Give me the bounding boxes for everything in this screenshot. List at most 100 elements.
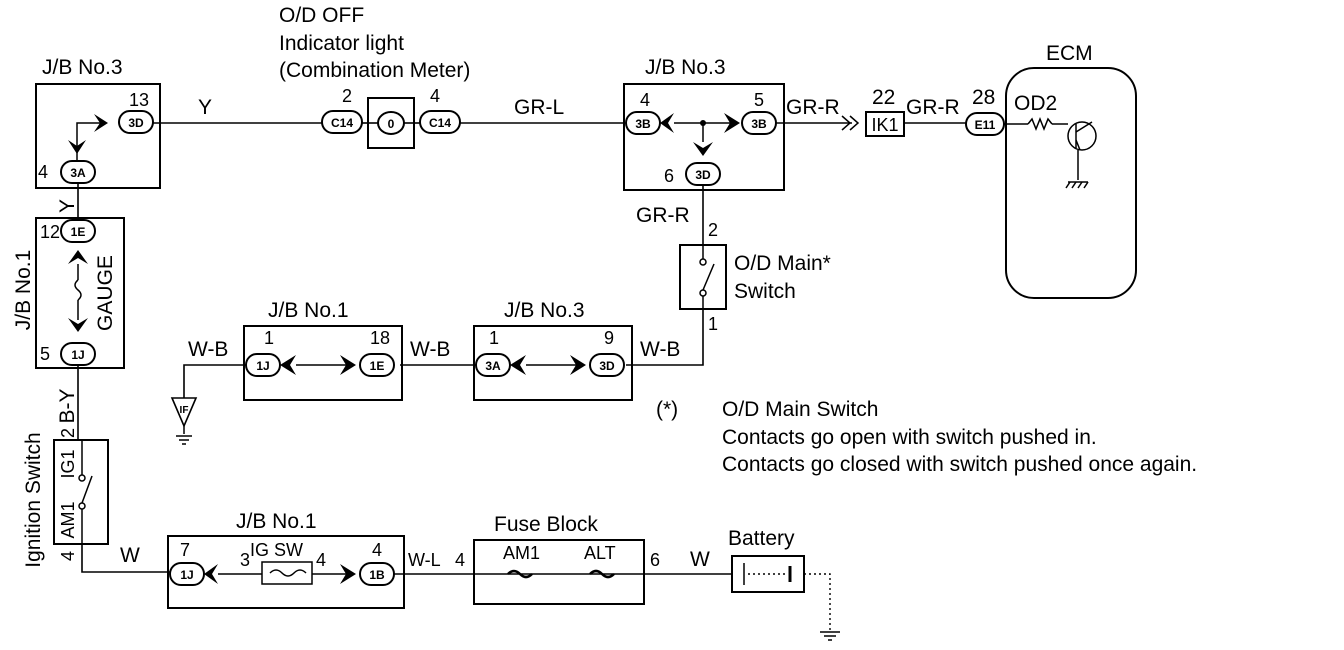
connector-1j-mid-label: 1J: [256, 359, 269, 373]
fuse-icon: [74, 279, 82, 301]
od-off-title: O/D OFF: [279, 4, 364, 27]
od-off-meter: (Combination Meter): [279, 59, 470, 82]
fuse-block-title: Fuse Block: [494, 513, 598, 536]
pin-1-sw: 1: [708, 314, 718, 334]
pin-6-3d: 6: [664, 166, 674, 186]
pin-4-3a: 4: [38, 162, 48, 182]
wire-y-top-label: Y: [198, 96, 212, 119]
pin-7: 7: [180, 540, 190, 560]
chevron-left-icon: [204, 564, 218, 584]
jb1-gauge-title: J/B No.1: [12, 250, 35, 331]
pin-4-ig: 4: [58, 551, 78, 561]
pin-2-ig: 2: [58, 428, 78, 438]
wire-w-b-label: W: [690, 548, 710, 571]
igsw-label: IG SW: [250, 540, 303, 560]
chevron-up-icon: [68, 250, 88, 264]
wire-gr-r-b-label: GR-R: [906, 96, 960, 119]
ignition-switch-title: Ignition Switch: [22, 432, 45, 567]
resistor-icon: [1027, 116, 1053, 132]
switch-contact-top: [78, 474, 86, 482]
connector-3a-mid-label: 3A: [485, 359, 501, 373]
fuse-icon: [507, 569, 533, 579]
ig1-label: IG1: [58, 449, 78, 478]
wire-w-b-a: [183, 364, 246, 398]
note-line-1: O/D Main Switch: [722, 398, 878, 421]
lamp-icon: [377, 111, 405, 135]
connector-3d-top-label: 3D: [128, 116, 144, 130]
pin-6-fb: 6: [650, 550, 660, 570]
connector-3d-top: [118, 110, 154, 134]
igsw-fuse-box: [261, 561, 313, 585]
connector-3d-right-label: 3D: [695, 168, 711, 182]
ground-icon: [1065, 181, 1089, 189]
connector-1e-mid: [359, 353, 395, 377]
chevron-down-icon: [68, 318, 88, 332]
pin-5-3b: 5: [754, 90, 764, 110]
chevron-left-icon: [660, 113, 674, 133]
pin-4-1b: 4: [372, 540, 382, 560]
note-mark: (*): [656, 398, 678, 421]
transistor-collector: [1075, 121, 1093, 133]
chevron-right-icon: [724, 113, 740, 133]
chevron-right-icon: [94, 114, 108, 132]
wire-gr-l-label: GR-L: [514, 96, 564, 119]
gauge-label: GAUGE: [94, 255, 117, 331]
connector-1b-label: 1B: [369, 568, 385, 582]
pin-4-c14: 4: [430, 86, 440, 106]
connector-1j-gauge-label: 1J: [71, 348, 84, 362]
pin-4-igsw: 4: [316, 550, 326, 570]
chevron-left-icon: [510, 355, 526, 375]
ground-icon: [176, 435, 192, 445]
ground-icon: [820, 631, 840, 641]
wire-y-vertical-label: Y: [56, 199, 79, 213]
chevron-down-icon: [693, 142, 713, 156]
jb3-mid-title: J/B No.3: [504, 299, 585, 322]
wire-b-y-label: B-Y: [56, 388, 79, 423]
switch-contact-top: [699, 258, 707, 266]
connector-3d-mid-label: 3D: [599, 359, 615, 373]
chevron-right-icon: [570, 355, 586, 375]
am1-switch-label: AM1: [58, 501, 78, 538]
battery-title: Battery: [728, 527, 795, 550]
pin-18: 18: [370, 328, 390, 348]
fuse-block-box: [473, 539, 645, 605]
switch-contact-bottom: [78, 502, 86, 510]
pin-3: 3: [240, 550, 250, 570]
connector-1e-gauge-label: 1E: [71, 225, 86, 239]
pin-12: 12: [40, 222, 60, 242]
switch-lever: [81, 475, 93, 504]
pin-4-fb: 4: [455, 550, 465, 570]
switch-contact-bottom: [699, 289, 707, 297]
transistor-emitter: [1075, 139, 1081, 151]
ground-if-label: IF: [180, 405, 189, 416]
wire-gr-r-a-label: GR-R: [786, 96, 840, 119]
connector-c14-left-label: C14: [331, 116, 353, 130]
jb3-right-box: [623, 83, 785, 191]
connector-3b-right-label: 3B: [751, 117, 767, 131]
jb1-bottom-title: J/B No.1: [236, 510, 317, 533]
od2-label: OD2: [1014, 92, 1057, 115]
pin-22: 22: [872, 86, 895, 109]
connector-1j-bottom-label: 1J: [180, 568, 193, 582]
jb3-mid-box: [473, 325, 633, 401]
od-main-switch-title: O/D Main*: [734, 252, 831, 275]
ground-point-icon: [170, 397, 198, 429]
ignition-switch-box: [53, 439, 109, 545]
fuse-icon: [589, 569, 615, 579]
am1-fuse-label: AM1: [503, 543, 540, 563]
pin-28: 28: [972, 86, 995, 109]
connector-c14-right: [419, 110, 461, 134]
alt-fuse-label: ALT: [584, 543, 616, 563]
connector-3a-top-label: 3A: [70, 166, 86, 180]
pin-5: 5: [40, 344, 50, 364]
chevron-down-icon: [68, 140, 86, 154]
od-main-switch-subtitle: Switch: [734, 280, 796, 303]
jb1-mid-title: J/B No.1: [268, 299, 349, 322]
jb1-mid-box: [243, 325, 403, 401]
ecm-title: ECM: [1046, 42, 1093, 65]
connector-arrow-icon: [841, 115, 860, 131]
meter-lamp-label: 0: [388, 117, 395, 131]
chevron-right-icon: [340, 355, 356, 375]
connector-ik1: [865, 111, 905, 137]
connector-1e-mid-label: 1E: [370, 359, 385, 373]
